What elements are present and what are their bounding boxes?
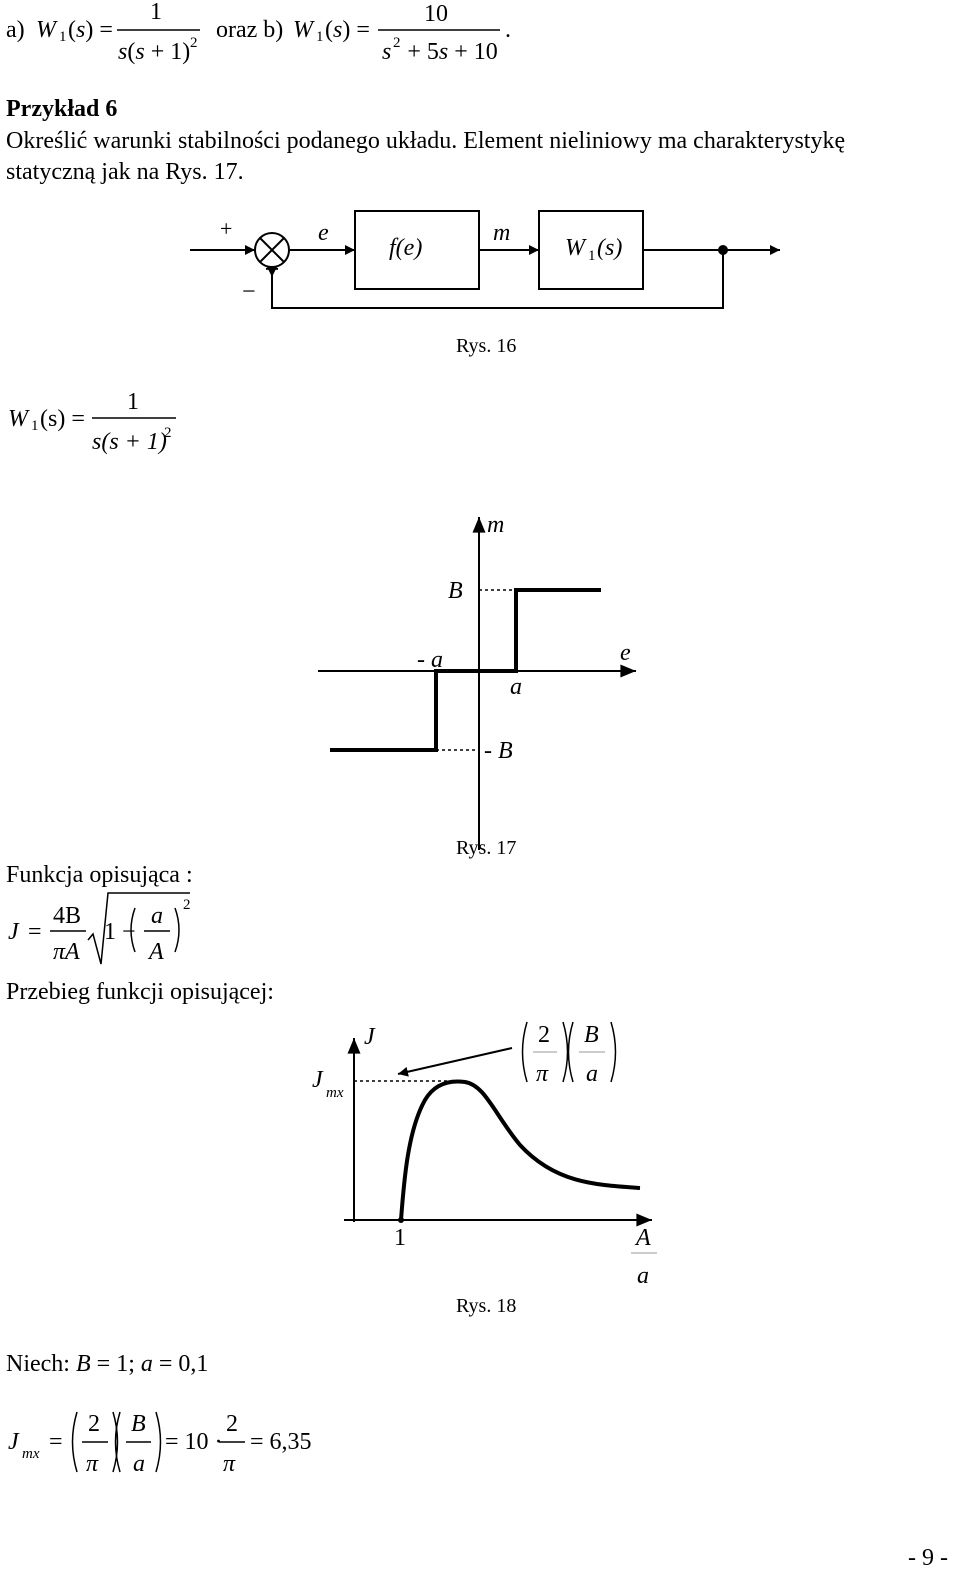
bottom-mid: = 10 · [165, 1429, 223, 1455]
fig17-neg-a-label: - a [417, 647, 443, 673]
sum-cross-2 [259, 237, 285, 263]
bottom-J: J [8, 1429, 19, 1455]
start-point [398, 1217, 404, 1223]
block-diagram-fig16 [190, 210, 780, 309]
J-curve [399, 1079, 641, 1221]
describing-A: A [149, 939, 164, 965]
formula-a-exponent: 2 [190, 35, 198, 51]
formula-b-args: (s) = [325, 17, 370, 43]
m-label: m [493, 220, 511, 246]
describing-den: πA [53, 939, 80, 965]
relay-characteristic-fig17 [318, 516, 637, 850]
characteristic-curve [330, 588, 601, 752]
fig18-J-label: J [364, 1024, 375, 1050]
bottom-eq: = [49, 1429, 63, 1455]
formula-b-denominator: s+ 5s + 10 [382, 39, 498, 65]
paren-right [174, 907, 180, 953]
fig17-m-label: m [487, 512, 505, 538]
formula-a-denominator: s(s + 1) [118, 39, 191, 65]
fe-label: f(e) [389, 235, 423, 261]
example-text-line2: statyczną jak na Rys. 17. [6, 159, 244, 185]
describing-label: Funkcja opisująca : [6, 862, 193, 888]
fig18-x-one: 1 [394, 1225, 406, 1251]
transfer-W: W [8, 406, 28, 432]
transfer-numerator: 1 [127, 389, 139, 415]
fig18-x-a: a [637, 1263, 649, 1289]
transfer-W-sub: 1 [31, 418, 39, 434]
describing-function-plot-fig18 [344, 1038, 653, 1227]
describing-one-minus: 1 − [104, 919, 136, 945]
paren2-left [567, 1021, 574, 1083]
transfer-exponent: 2 [164, 425, 172, 441]
describing-eq: = [28, 919, 42, 945]
minus-sign: − [242, 279, 256, 305]
caption-rys17: Rys. 17 [456, 837, 517, 859]
paren2-right [610, 1021, 617, 1083]
transfer-denominator: s(s + 1) [92, 429, 167, 455]
fig18-fraction-graphics [521, 1021, 657, 1254]
describing-exp: 2 [183, 897, 191, 913]
e-label: e [318, 220, 329, 246]
course-label: Przebieg funkcji opisującej: [6, 979, 274, 1005]
bottom-J-sub: mx [22, 1446, 40, 1462]
b-paren2-left [114, 1411, 121, 1473]
fig17-a-label: a [510, 674, 522, 700]
fig18-x-A: A [636, 1225, 651, 1251]
fig18-frac2-num: B [584, 1022, 599, 1048]
fig18-frac2-den: a [586, 1061, 598, 1087]
fig18-frac1-den: π [536, 1061, 549, 1087]
bottom-f1-num: 2 [88, 1411, 100, 1437]
fig17-e-label: e [620, 640, 631, 666]
formula-period: . [505, 17, 511, 43]
fig18-Jmx-sub: mx [326, 1085, 344, 1101]
describing-formula-graphics [50, 892, 190, 965]
formula-b-W: W [293, 17, 313, 43]
describing-a: a [151, 903, 163, 929]
formula-b-W-sub: 1 [316, 29, 324, 45]
feedback-arrow-tip [267, 267, 277, 277]
paren1-right [562, 1021, 569, 1083]
example-heading: Przykład 6 [6, 96, 118, 122]
sqrt-sign [87, 892, 190, 965]
bottom-f1-den: π [86, 1451, 99, 1477]
b-paren2-right [155, 1411, 162, 1473]
plus-sign: + [220, 216, 233, 241]
paren1-left [521, 1021, 528, 1083]
formula-a-W: W [36, 17, 56, 43]
bottom-f2-num: B [131, 1411, 146, 1437]
describing-num: 4B [53, 903, 82, 929]
formula-b-exponent: 2 [393, 35, 401, 51]
formula-a-numerator: 1 [150, 0, 162, 25]
feedback-path [271, 250, 724, 309]
annotation-arrow [397, 1047, 513, 1077]
formula-a-args: (s) = [68, 17, 113, 43]
fig18-frac1-num: 2 [538, 1022, 550, 1048]
b-paren1-right [112, 1411, 119, 1473]
oraz-text: oraz b) [216, 17, 284, 43]
describing-J: J [8, 919, 19, 945]
bottom-result: = 6,35 [250, 1429, 312, 1455]
bottom-f3-den: π [223, 1451, 236, 1477]
paren-left [130, 907, 136, 953]
bottom-f3-num: 2 [226, 1411, 238, 1437]
fig18-Jmx-label: J [312, 1067, 323, 1093]
formula-b-numerator: 10 [424, 1, 448, 27]
label-a: a) [6, 17, 25, 43]
b-paren1-left [71, 1411, 78, 1473]
fig17-B-label: B [448, 578, 463, 604]
transfer-args: (s) = [40, 406, 85, 432]
bottom-formula-graphics [71, 1411, 245, 1473]
caption-rys16: Rys. 16 [456, 335, 517, 357]
W1-sub: 1 [588, 248, 596, 264]
fig17-neg-B-label: - B [484, 738, 513, 764]
example-text-line1: Określić warunki stabilności podanego uk… [6, 128, 846, 154]
formula-a-W-sub: 1 [59, 29, 67, 45]
niech-line: Niech: B = 1; a = 0,1 [6, 1351, 209, 1377]
W1-label: W [565, 235, 585, 261]
bottom-f2-den: a [133, 1451, 145, 1477]
caption-rys18: Rys. 18 [456, 1295, 517, 1317]
page-number: - 9 - [908, 1545, 948, 1571]
W1-args: (s) [597, 235, 623, 261]
